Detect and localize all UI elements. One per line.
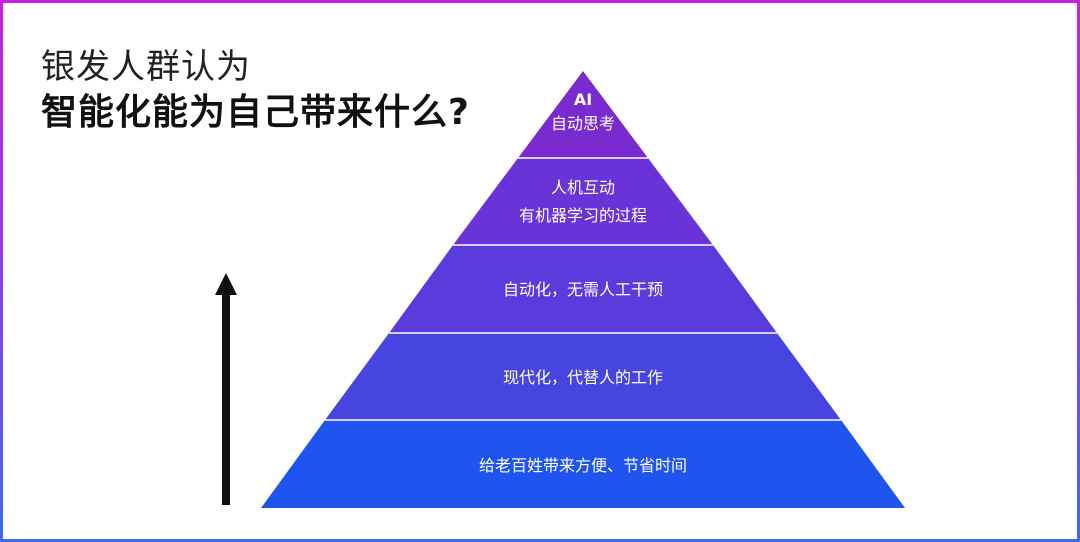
level-1-subtitle: 自动思考 <box>551 114 615 133</box>
title-line-1: 银发人群认为 <box>41 47 251 87</box>
arrow-head <box>215 273 237 295</box>
pyramid-level-4 <box>325 333 841 420</box>
level-1-title: AI <box>574 90 592 109</box>
arrow-shaft <box>222 293 230 505</box>
pyramid-level-3 <box>389 245 777 333</box>
level-5-label: 给老百姓带来方便、节省时间 <box>479 456 687 475</box>
pyramid-level-2 <box>453 158 713 245</box>
pyramid-level-1 <box>518 71 648 158</box>
pyramid-level-5 <box>261 420 905 508</box>
level-4-label: 现代化，代替人的工作 <box>503 368 663 387</box>
up-arrow-icon <box>215 273 237 505</box>
level-2-title: 人机互动 <box>551 178 615 197</box>
pyramid-diagram: AI 自动思考 人机互动 有机器学习的过程 自动化，无需人工干预 现代化，代替人… <box>261 71 905 508</box>
level-3-label: 自动化，无需人工干预 <box>503 280 663 299</box>
level-2-subtitle: 有机器学习的过程 <box>519 206 647 225</box>
title-line-2: 智能化能为自己带来什么? <box>41 92 470 133</box>
page-title: 银发人群认为 智能化能为自己带来什么? <box>41 45 470 137</box>
